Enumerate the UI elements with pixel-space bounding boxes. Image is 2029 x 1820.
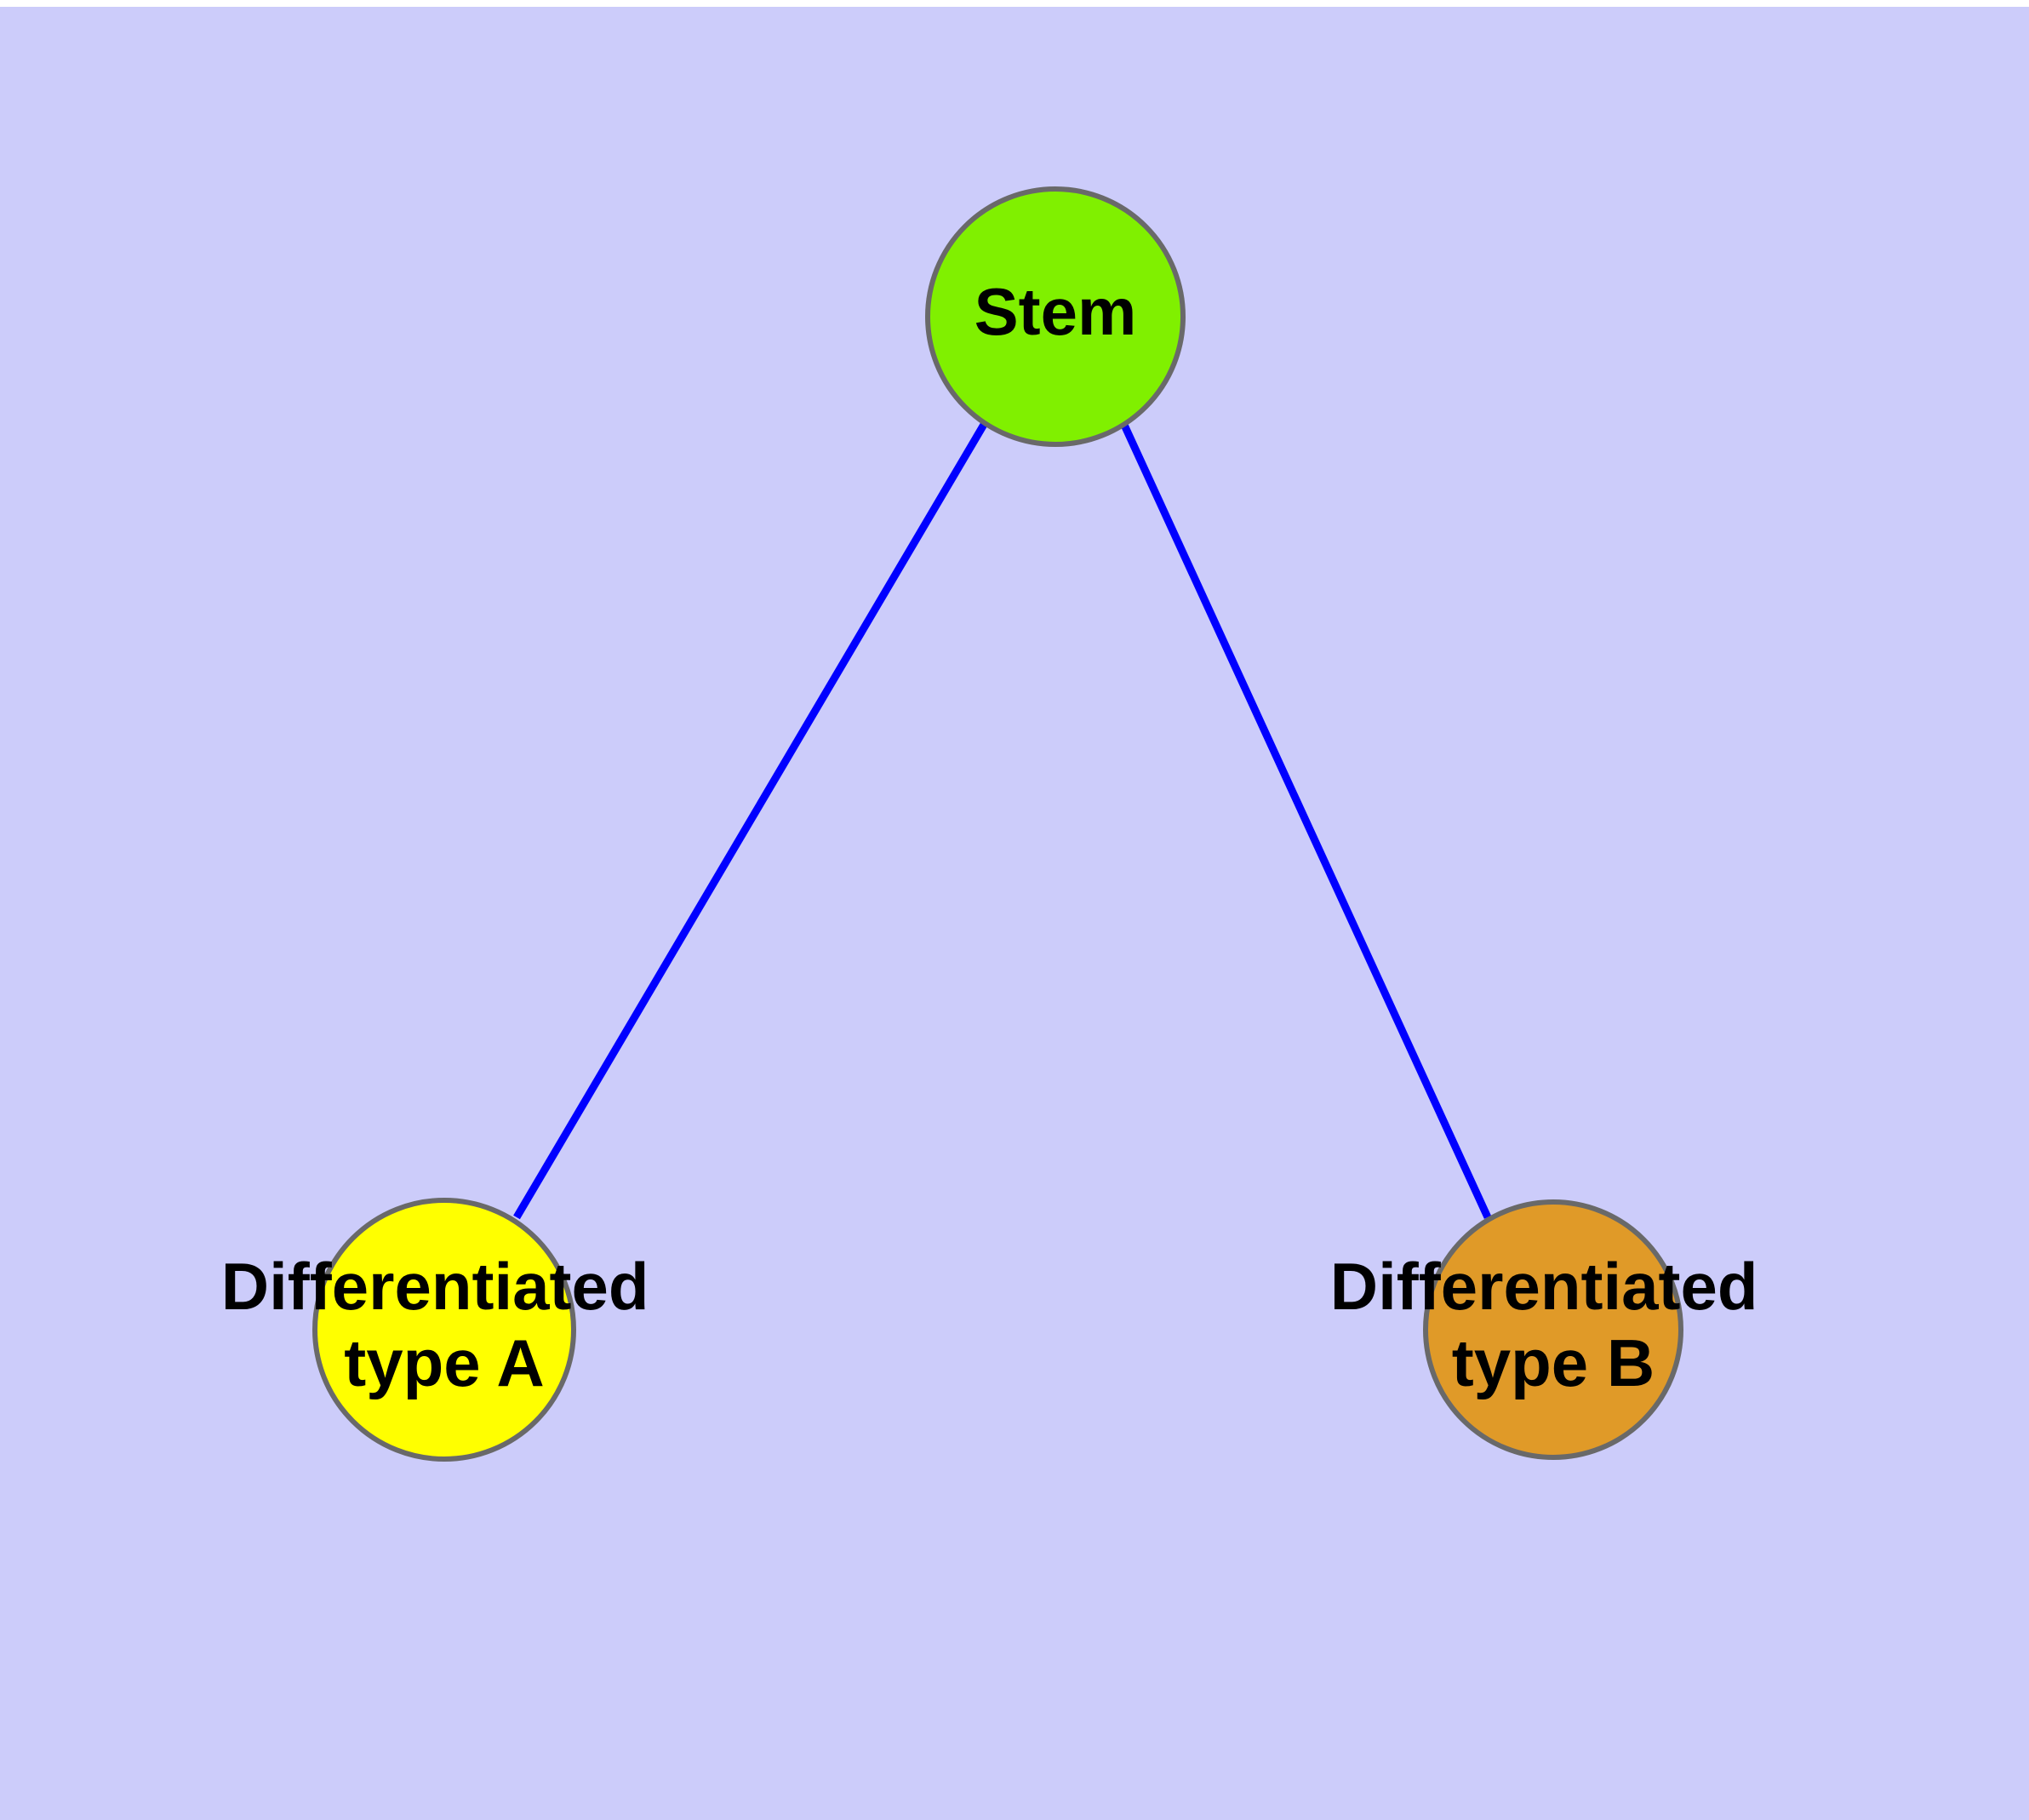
node-stem-label: Stem — [974, 274, 1137, 349]
edge-stem-to-differentiated-type-a[interactable] — [513, 421, 988, 1220]
node-differentiated-type-a-label-line-1: Differentiated — [221, 1248, 649, 1323]
node-differentiated-type-a-circle[interactable] — [312, 1198, 576, 1462]
node-differentiated-type-b-label-line-1: Differentiated — [1330, 1248, 1758, 1323]
node-differentiated-type-b-label: Differentiated type B — [1330, 1248, 1776, 1399]
node-differentiated-type-a-label: Differentiated type A — [221, 1248, 667, 1399]
node-differentiated-type-b[interactable]: Differentiated type B — [1330, 1199, 1776, 1460]
node-stem-circle[interactable] — [925, 186, 1186, 447]
node-stem-label-line-1: Stem — [974, 274, 1137, 349]
node-differentiated-type-b-label-line-2: type B — [1452, 1325, 1655, 1400]
node-stem[interactable]: Stem — [925, 186, 1186, 447]
edge-layer — [513, 421, 1492, 1220]
node-differentiated-type-a[interactable]: Differentiated type A — [221, 1198, 667, 1462]
edge-stem-to-differentiated-type-b[interactable] — [1119, 421, 1492, 1219]
node-layer: Stem Differentiated type A Differentiate… — [221, 186, 1776, 1462]
node-differentiated-type-b-circle[interactable] — [1423, 1199, 1683, 1460]
node-differentiated-type-a-label-line-2: type A — [344, 1325, 545, 1400]
